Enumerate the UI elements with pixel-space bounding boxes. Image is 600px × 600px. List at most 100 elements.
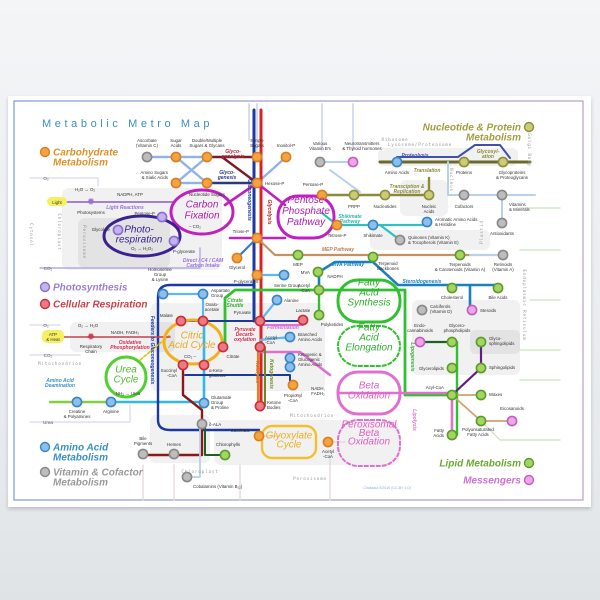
arrow-left-icon: ← [294, 391, 301, 398]
station-label-terpenoid-backbones: Terpenoid [378, 261, 398, 266]
station-pentose-p-photo[interactable] [156, 211, 168, 223]
pentose-phosphate-ring [276, 194, 336, 240]
note-urea: Urea [43, 420, 53, 425]
station-glycoproteins[interactable] [497, 156, 509, 168]
station-pentose-p[interactable] [316, 189, 328, 201]
station-homoserine[interactable] [157, 288, 169, 300]
station-acyl-coa[interactable] [446, 389, 458, 401]
station-branched[interactable] [284, 331, 296, 343]
station-bile-pigments[interactable] [137, 448, 149, 460]
station-double-sugars[interactable] [201, 151, 213, 163]
station-ascorbate[interactable] [141, 151, 153, 163]
station-nucleic-acids[interactable] [423, 189, 435, 201]
station-glycerolipids[interactable] [446, 362, 458, 374]
station-mva[interactable] [312, 266, 324, 278]
station-proteins[interactable] [458, 156, 470, 168]
compartment-cytosol: Cytosol [28, 223, 34, 247]
station-endocannabinoids[interactable] [414, 336, 426, 348]
station-waxes[interactable] [475, 389, 487, 401]
station-simple-sugars[interactable] [251, 151, 263, 163]
ring-label-line: Carbon [186, 199, 219, 210]
station-mep[interactable] [292, 249, 304, 261]
station-bile-acids[interactable] [492, 282, 504, 294]
station-triose[interactable] [251, 232, 263, 244]
station-sugar-acids[interactable] [170, 151, 182, 163]
station-nucleotides[interactable] [379, 189, 391, 201]
station-pufa[interactable] [475, 415, 487, 427]
ring-label-line: Fatty [358, 323, 381, 334]
station-polyketides[interactable] [313, 309, 325, 321]
station-antioxidants[interactable] [496, 217, 508, 229]
station-neuro[interactable] [347, 156, 359, 168]
station-succinate[interactable] [253, 430, 265, 442]
station-acetyl-coa-g[interactable] [322, 436, 334, 448]
station-succinyl[interactable] [177, 359, 189, 371]
station-various-b[interactable] [314, 156, 326, 168]
station-label-retinoids: (Vitamin A) [492, 267, 514, 272]
station-alanine[interactable] [271, 294, 283, 306]
station-ketogenic2[interactable] [284, 361, 296, 373]
station-prpp[interactable] [348, 189, 360, 201]
station-vitamins-minerals[interactable] [496, 189, 508, 201]
station-sphingolipids[interactable] [475, 362, 487, 374]
station-terpenoid-backbones[interactable] [367, 251, 379, 263]
station-hexose[interactable] [251, 177, 263, 189]
station-p-glycerates[interactable] [251, 269, 263, 281]
station-cobalamins[interactable] [181, 471, 193, 483]
station-shikimate[interactable] [367, 219, 379, 231]
station-aspartate[interactable] [197, 288, 209, 300]
station-cofactors[interactable] [458, 189, 470, 201]
station-pyruvate[interactable] [254, 315, 266, 327]
station-lactate[interactable] [297, 314, 309, 326]
station-propionyl[interactable] [287, 379, 299, 391]
station-p-glycerate[interactable] [168, 235, 180, 247]
station-amino-acids[interactable] [391, 156, 403, 168]
station-ketone[interactable] [254, 400, 266, 412]
station-ketogenic[interactable] [284, 352, 296, 364]
station-steroids[interactable] [466, 304, 478, 316]
station-citrate[interactable] [217, 341, 229, 353]
pathway-label-transcription: Transciption & [390, 184, 425, 190]
pathway-label-gluconeogenesis: Gluconeogenesis [246, 179, 252, 221]
station-glycerophospholipids[interactable] [446, 336, 458, 348]
station-eicosanoids[interactable] [506, 415, 518, 427]
station-ala[interactable] [196, 418, 208, 430]
station-akg[interactable] [198, 359, 210, 371]
station-label-glycerol: Glycerol [229, 265, 245, 270]
station-aromatic[interactable] [421, 216, 433, 228]
legend-respiration: Cellular Respiration [39, 298, 147, 311]
station-glycerol[interactable] [231, 252, 243, 264]
note-atp-heat: ATP [49, 332, 57, 337]
station-serine[interactable] [278, 269, 290, 281]
station-glycosphingolipids[interactable] [475, 336, 487, 348]
station-terpenoids[interactable] [454, 249, 466, 261]
pathway-label-feeders: Feeders to Gluconeogenesis [149, 316, 155, 385]
station-chlorophylls[interactable] [219, 449, 231, 461]
station-acetyl-coa-r[interactable] [254, 341, 266, 353]
station-cholesterol[interactable] [446, 282, 458, 294]
note-nadph-mva: NADPH [327, 274, 342, 279]
station-label-prpp: PRPP [348, 204, 360, 209]
station-quinones[interactable] [394, 234, 406, 246]
station-malate[interactable] [175, 315, 187, 327]
station-label-propionyl: Propionyl [284, 393, 302, 398]
station-retinoids[interactable] [497, 249, 509, 261]
station-tetrose[interactable] [331, 219, 343, 231]
station-creatine[interactable] [71, 396, 83, 408]
station-calciferols[interactable] [416, 304, 428, 316]
station-acetyl-coa-l[interactable] [313, 284, 325, 296]
station-label-double-sugars: Sugars & Glycans [189, 143, 225, 148]
station-arginine[interactable] [105, 396, 117, 408]
station-label-pentose-p: Pentose-P [303, 182, 324, 187]
station-oxaloacetate[interactable] [197, 315, 209, 327]
station-fatty-acids[interactable] [446, 429, 458, 441]
station-glutamate[interactable] [198, 397, 210, 409]
station-label-glycosphingolipids: Glyco- [489, 336, 502, 341]
station-nucleotide-sugars[interactable] [201, 177, 213, 189]
legend-label: Metabolism [53, 453, 108, 464]
station-amino-sugars[interactable] [170, 177, 182, 189]
station-hemes[interactable] [168, 448, 180, 460]
station-label-homoserine: Homoserine [148, 267, 172, 272]
station-glycolate[interactable] [112, 224, 124, 236]
station-inositol[interactable] [280, 151, 292, 163]
